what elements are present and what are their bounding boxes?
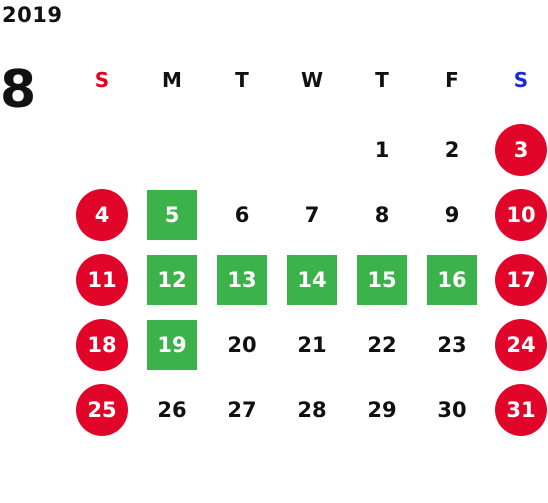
day-cell[interactable]: 29: [367, 398, 397, 422]
day-cell[interactable]: 22: [367, 333, 397, 357]
weekday-header-thursday: T: [375, 68, 389, 92]
day-cell-highlighted[interactable]: 5: [147, 190, 197, 240]
day-cell[interactable]: 26: [157, 398, 187, 422]
day-cell[interactable]: 6: [234, 203, 250, 227]
day-cell-highlighted[interactable]: 16: [427, 255, 477, 305]
day-cell[interactable]: 27: [227, 398, 257, 422]
day-cell-saturday[interactable]: 10: [495, 189, 547, 241]
weekday-header-saturday: S: [513, 68, 529, 92]
day-cell-saturday[interactable]: 31: [495, 384, 547, 436]
month-number: 8: [0, 60, 37, 120]
day-cell[interactable]: 9: [444, 203, 460, 227]
day-cell-sunday[interactable]: 4: [76, 189, 128, 241]
day-cell-saturday[interactable]: 24: [495, 319, 547, 371]
day-cell[interactable]: 7: [304, 203, 320, 227]
weekday-header-monday: M: [162, 68, 182, 92]
day-cell-sunday[interactable]: 18: [76, 319, 128, 371]
day-cell-highlighted[interactable]: 12: [147, 255, 197, 305]
year-label: 2019: [2, 3, 63, 27]
day-cell[interactable]: 2: [444, 138, 460, 162]
day-cell-highlighted[interactable]: 13: [217, 255, 267, 305]
day-cell[interactable]: 1: [374, 138, 390, 162]
day-cell[interactable]: 8: [374, 203, 390, 227]
day-cell-highlighted[interactable]: 19: [147, 320, 197, 370]
day-cell-sunday[interactable]: 11: [76, 254, 128, 306]
day-cell-highlighted[interactable]: 15: [357, 255, 407, 305]
day-cell-highlighted[interactable]: 14: [287, 255, 337, 305]
weekday-header-sunday: S: [94, 68, 110, 92]
day-cell[interactable]: 30: [437, 398, 467, 422]
day-cell[interactable]: 28: [297, 398, 327, 422]
day-cell[interactable]: 23: [437, 333, 467, 357]
weekday-header-tuesday: T: [235, 68, 249, 92]
day-cell-saturday[interactable]: 3: [495, 124, 547, 176]
day-cell-saturday[interactable]: 17: [495, 254, 547, 306]
day-cell[interactable]: 21: [297, 333, 327, 357]
day-cell-sunday[interactable]: 25: [76, 384, 128, 436]
weekday-header-wednesday: W: [300, 68, 324, 92]
weekday-header-friday: F: [445, 68, 459, 92]
day-cell[interactable]: 20: [227, 333, 257, 357]
